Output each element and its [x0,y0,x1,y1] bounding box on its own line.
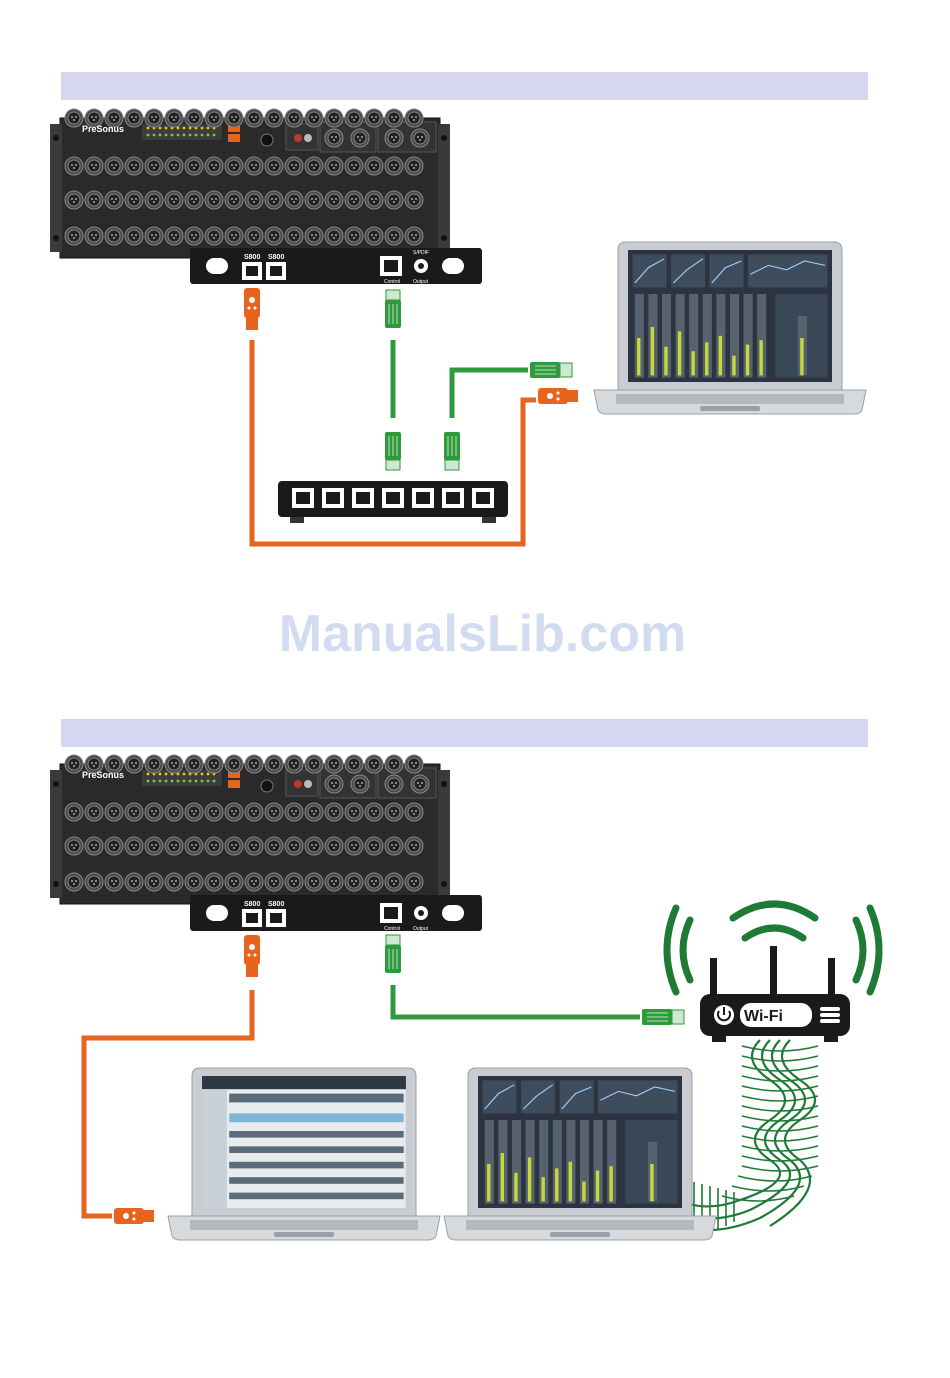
connector-panel-bottom: S800 S800 Control Output [190,895,482,932]
connector-panel-top: S800 S800 Control S/PDIF Output [190,248,482,285]
avb-connector-icon [114,1208,154,1224]
avb-connector-icon [244,288,260,330]
power-icon [714,1005,734,1025]
avb-connector-icon [538,388,578,404]
laptop-icon [444,1068,716,1240]
port-label-2-bottom: S800 [268,901,284,908]
ethernet-connector-icon [385,432,401,470]
menu-icon [820,1007,840,1023]
laptop-icon [594,242,866,414]
avb-connector-icon [244,935,260,977]
mixer-brand-bottom: PreSonus [82,770,124,780]
output-label-bottom: Output [413,926,429,932]
ethernet-connector-icon [385,290,401,328]
mixer-brand: PreSonus [82,124,124,134]
spdif-label: S/PDIF [413,250,429,256]
ethernet-connector-icon [642,1009,684,1025]
control-label-bottom: Control [384,926,400,932]
ethernet-connector-icon [385,935,401,973]
rack-mixer-bottom: PreSonus [50,755,450,904]
rack-mixer-top: PreSonus [50,109,450,258]
ethernet-cable-bottom [385,935,684,1025]
port-label-1: S800 [244,254,260,261]
ethernet-cable-top [385,290,572,470]
output-label: Output [413,279,429,285]
network-switch-icon [278,481,508,523]
wifi-label: Wi-Fi [744,1008,783,1025]
control-label: Control [384,279,400,285]
port-label-2: S800 [268,254,284,261]
ethernet-connector-icon [444,432,460,470]
laptop-icon [168,1068,440,1240]
port-label-1-bottom: S800 [244,901,260,908]
wifi-router-icon: Wi-Fi [667,904,879,1042]
ethernet-connector-icon [530,362,572,378]
